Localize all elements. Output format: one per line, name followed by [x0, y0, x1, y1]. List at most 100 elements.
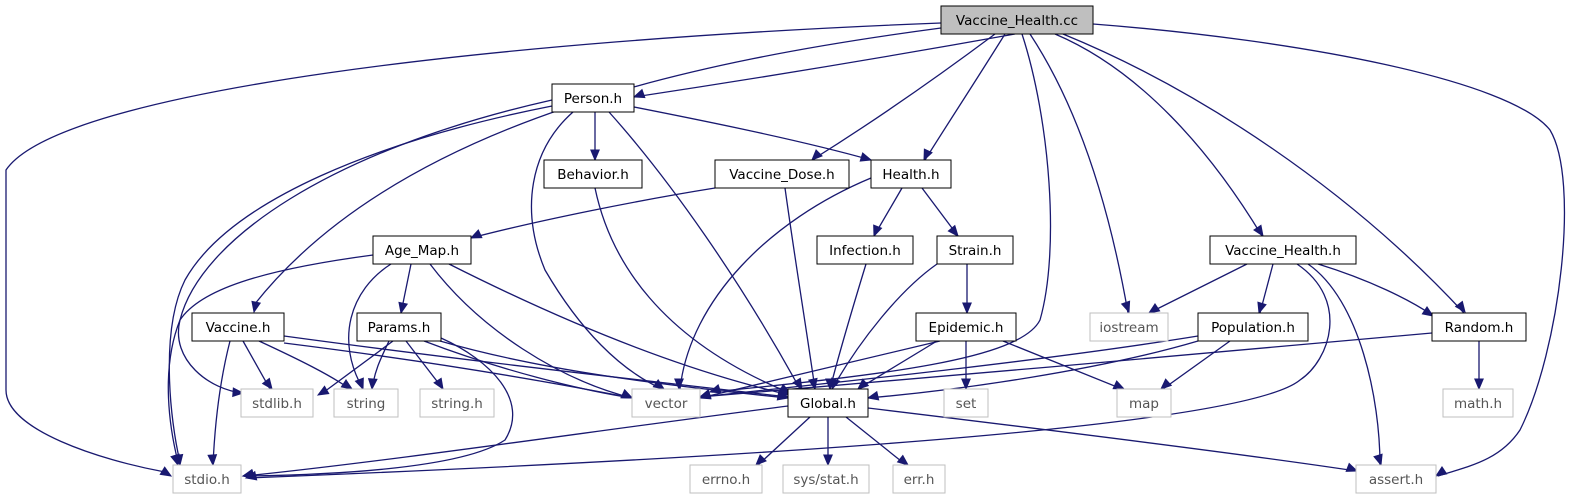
node-label: Vaccine_Dose.h	[729, 167, 835, 183]
include-edge	[1092, 23, 1566, 477]
node-label: Strain.h	[949, 243, 1002, 259]
include-edge	[1062, 33, 1465, 314]
node-epidemic-h[interactable]: Epidemic.h	[915, 312, 1017, 342]
edge-arrowhead	[866, 390, 880, 401]
node-set: set	[943, 388, 989, 418]
node-age-map-h[interactable]: Age_Map.h	[372, 235, 472, 265]
edge-arrowhead	[590, 149, 600, 162]
node-box	[419, 388, 495, 418]
node-label: sys/stat.h	[793, 472, 858, 488]
include-edge	[1029, 33, 1129, 314]
edge-arrowhead	[811, 149, 823, 161]
edge-arrowhead	[367, 378, 378, 391]
include-edge	[711, 33, 1052, 393]
node-box	[1089, 312, 1169, 342]
edge-arrowhead	[857, 378, 870, 390]
node-label: Epidemic.h	[929, 320, 1004, 336]
include-edge	[470, 187, 716, 239]
edge-arrowhead	[170, 453, 180, 467]
include-edge	[429, 263, 633, 399]
node-box	[1355, 464, 1437, 494]
node-sys-stat-h: sys/stat.h	[782, 464, 870, 494]
node-box	[1442, 388, 1514, 418]
node-infection-h[interactable]: Infection.h	[816, 235, 914, 265]
edge-arrowhead	[1112, 380, 1126, 390]
node-global-h[interactable]: Global.h	[787, 388, 869, 418]
node-label: Population.h	[1211, 320, 1295, 336]
node-vaccine-health-cc[interactable]: Vaccine_Health.cc	[940, 5, 1094, 35]
node-behavior-h[interactable]: Behavior.h	[543, 159, 643, 189]
node-label: stdlib.h	[252, 396, 302, 412]
include-edge	[811, 33, 996, 161]
node-person-h[interactable]: Person.h	[551, 83, 635, 113]
node-vaccine-dose-h[interactable]: Vaccine_Dose.h	[714, 159, 850, 189]
edge-arrowhead	[469, 229, 483, 239]
node-label: math.h	[1454, 396, 1502, 412]
edge-arrowhead	[354, 377, 364, 391]
include-edge	[699, 332, 1433, 398]
node-box	[551, 83, 635, 113]
include-edge	[5, 22, 942, 473]
include-edge	[679, 177, 872, 390]
edge-arrowhead	[340, 379, 354, 390]
node-box	[356, 312, 442, 342]
include-edge	[1307, 263, 1381, 466]
node-label: Params.h	[368, 320, 431, 336]
node-box	[787, 388, 869, 418]
node-box	[172, 464, 242, 494]
include-edge	[448, 263, 791, 396]
node-box	[892, 464, 946, 494]
edge-arrowhead	[1147, 303, 1161, 314]
node-strain-h[interactable]: Strain.h	[936, 235, 1014, 265]
include-edge	[1002, 340, 1123, 390]
node-box	[191, 312, 285, 342]
include-edge	[633, 106, 872, 161]
edge-arrowhead	[632, 88, 646, 99]
node-assert-h: assert.h	[1355, 464, 1437, 494]
node-health-h[interactable]: Health.h	[870, 159, 952, 189]
node-label: iostream	[1099, 320, 1158, 336]
include-edge	[633, 33, 1016, 98]
node-random-h[interactable]: Random.h	[1431, 312, 1527, 342]
edge-arrowhead	[241, 468, 255, 479]
edge-arrowhead	[962, 302, 972, 315]
include-edge	[699, 340, 941, 399]
edge-arrowhead	[1160, 378, 1173, 390]
edge-arrowhead	[755, 454, 767, 466]
node-box	[1209, 235, 1357, 265]
node-population-h[interactable]: Population.h	[1197, 312, 1309, 342]
include-edge	[857, 340, 938, 390]
include-edge	[1054, 33, 1263, 237]
edge-arrowhead	[961, 378, 971, 391]
node-box	[543, 159, 643, 189]
node-math-h: math.h	[1442, 388, 1514, 418]
node-params-h[interactable]: Params.h	[356, 312, 442, 342]
node-box	[940, 5, 1094, 35]
include-edge	[283, 335, 789, 398]
include-edge	[244, 405, 789, 477]
edge-arrowhead	[251, 300, 262, 314]
node-box	[1116, 388, 1172, 418]
node-label: Vaccine_Health.cc	[956, 13, 1078, 29]
node-label: Global.h	[800, 396, 856, 412]
edge-arrowhead	[859, 152, 873, 162]
edges	[5, 22, 1566, 481]
node-map: map	[1116, 388, 1172, 418]
node-label: assert.h	[1369, 472, 1423, 488]
node-string: string	[333, 388, 399, 418]
node-box	[240, 388, 314, 418]
node-vaccine-health-h[interactable]: Vaccine_Health.h	[1209, 235, 1357, 265]
node-vaccine-h[interactable]: Vaccine.h	[191, 312, 285, 342]
node-label: err.h	[904, 472, 935, 488]
node-label: Infection.h	[829, 243, 901, 259]
edge-arrowhead	[823, 454, 833, 467]
node-label: Age_Map.h	[385, 243, 459, 259]
edge-arrowhead	[896, 454, 910, 466]
include-edge	[247, 263, 1331, 479]
edge-arrowhead	[947, 224, 959, 237]
include-edge	[829, 263, 867, 390]
node-box	[714, 159, 850, 189]
node-label: set	[956, 396, 977, 412]
